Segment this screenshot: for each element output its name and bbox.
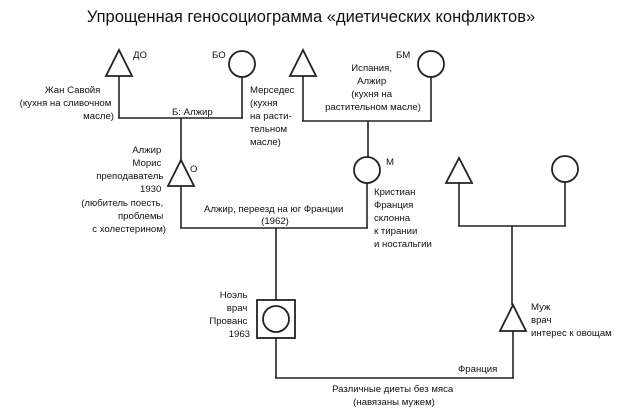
spain-male-symbol <box>288 47 318 77</box>
b-algeria-label: Б: Алжир <box>172 107 213 118</box>
bm-node-label: БМ <box>396 50 410 61</box>
bo-node-label: БО <box>212 50 226 61</box>
husband-annotation: Муж врач интерес к овощам <box>531 302 612 339</box>
connector-lines <box>118 76 566 379</box>
move-to-france-annotation: Алжир, переезд на юг Франции (1962) <box>204 204 346 227</box>
maurice-male-symbol <box>166 157 196 187</box>
husband-male-symbol <box>498 302 528 332</box>
husband-father-male-symbol <box>444 156 474 184</box>
christiane-female-symbol <box>353 156 381 184</box>
husband-mother-female-symbol <box>551 155 579 183</box>
do-male-symbol <box>104 47 134 77</box>
do-node-label: ДО <box>133 50 147 61</box>
diets-annotation: Различные диеты без мяса (навязаны мужем… <box>332 384 456 408</box>
m-node-label: М <box>386 157 394 168</box>
spain-algeria-annotation: Испания, Алжир (кухня на растительном ма… <box>325 63 421 113</box>
christiane-annotation: Кристиан Франция склонна к тирании и нос… <box>374 187 432 250</box>
france-label: Франция <box>458 364 497 375</box>
diagram-title: Упрощенная геносоциограмма «диетических … <box>87 8 535 26</box>
bo-female-symbol <box>228 50 256 78</box>
bm-female-symbol <box>417 50 445 78</box>
jean-savoie-annotation: Жан Савойя (кухня на сливочном масле) <box>20 85 114 122</box>
o-node-label: О <box>190 164 197 175</box>
noel-index-person-symbol <box>256 299 296 339</box>
maurice-annotation: Алжир Морис преподаватель 1930 (любитель… <box>81 145 166 235</box>
mercedes-annotation: Мерседес (кухня на расти- тельном масле) <box>250 85 297 148</box>
noel-annotation: Ноэль врач Прованс 1963 <box>209 290 250 340</box>
noel-female-symbol <box>262 305 290 333</box>
